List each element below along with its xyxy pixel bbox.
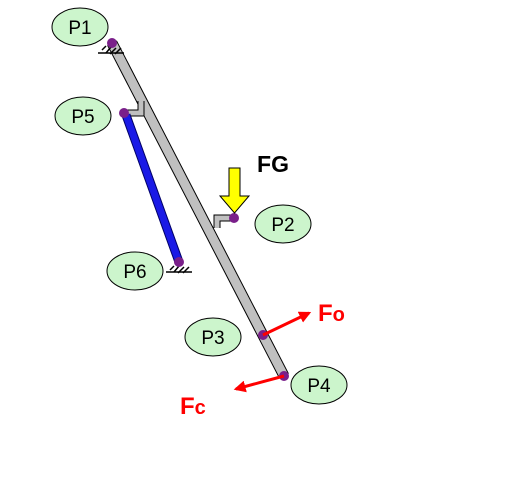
p2-bracket — [213, 214, 233, 228]
svg-text:P1: P1 — [68, 18, 91, 39]
joint-p6 — [174, 257, 184, 267]
svg-text:P2: P2 — [271, 215, 294, 236]
gravity-force-label: FG — [257, 151, 289, 177]
label-p4: P4 — [290, 365, 348, 405]
ground-hatch-icon — [166, 265, 192, 274]
actuator-rod — [121, 113, 184, 264]
p5-bracket — [125, 101, 145, 117]
fo-force-label: Fo — [318, 300, 345, 327]
gravity-arrow-icon — [218, 167, 251, 214]
svg-text:P4: P4 — [307, 376, 331, 397]
fc-force-label: Fc — [180, 393, 206, 420]
ground-hatch-icon — [98, 45, 124, 55]
label-p2: P2 — [254, 204, 312, 244]
svg-text:P5: P5 — [71, 107, 94, 128]
label-p3: P3 — [184, 317, 242, 357]
main-beam — [107, 40, 289, 379]
label-p6: P6 — [106, 251, 164, 291]
label-p1: P1 — [51, 7, 109, 47]
joint-p1 — [107, 38, 117, 48]
fc-arrow-icon — [233, 374, 285, 393]
joint-p5 — [119, 108, 129, 118]
svg-text:P3: P3 — [201, 328, 224, 349]
svg-text:P6: P6 — [123, 262, 146, 283]
joint-p2 — [229, 213, 239, 223]
fo-arrow-icon — [262, 311, 312, 337]
label-p5: P5 — [54, 96, 112, 136]
